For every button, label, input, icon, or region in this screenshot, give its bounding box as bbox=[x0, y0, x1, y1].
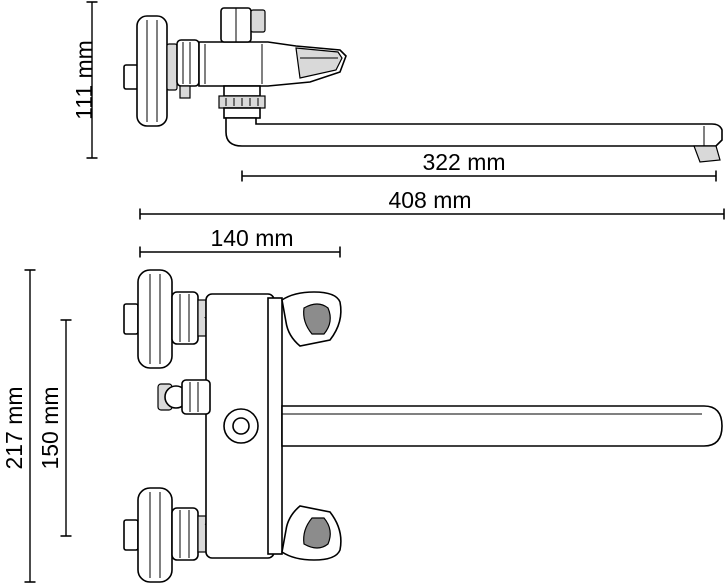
side-swivel-joint bbox=[218, 85, 266, 119]
side-view bbox=[123, 7, 723, 163]
dim-connection-spacing: 150 mm bbox=[37, 319, 72, 537]
dim-spout-length-label: 322 mm bbox=[422, 149, 505, 175]
dim-connection-spacing-label: 150 mm bbox=[37, 386, 63, 469]
side-diverter-knob bbox=[220, 7, 266, 43]
front-view bbox=[123, 269, 723, 583]
side-eccentric-nut bbox=[176, 39, 200, 99]
front-lower-flange bbox=[123, 487, 207, 583]
dim-total-height: 217 mm bbox=[1, 269, 36, 583]
front-upper-handle bbox=[281, 291, 342, 347]
front-lower-handle bbox=[281, 505, 342, 561]
side-mixer-body bbox=[198, 41, 347, 87]
side-spout bbox=[225, 117, 723, 163]
dim-total-length-label: 408 mm bbox=[388, 187, 471, 213]
front-diverter-knob bbox=[157, 379, 211, 415]
front-swivel-joint bbox=[223, 408, 259, 444]
side-wall-flange bbox=[123, 15, 178, 127]
dim-side-height-label: 111 mm bbox=[71, 40, 97, 120]
dim-side-height: 111 mm bbox=[71, 1, 98, 159]
front-upper-flange bbox=[123, 269, 207, 369]
dim-total-length: 408 mm bbox=[139, 187, 725, 220]
dim-total-height-label: 217 mm bbox=[1, 386, 27, 469]
dim-axis-offset-label: 140 mm bbox=[210, 225, 293, 251]
front-spout bbox=[281, 405, 723, 447]
dim-axis-offset: 140 mm bbox=[139, 225, 341, 258]
dim-spout-length: 322 mm bbox=[241, 149, 717, 182]
